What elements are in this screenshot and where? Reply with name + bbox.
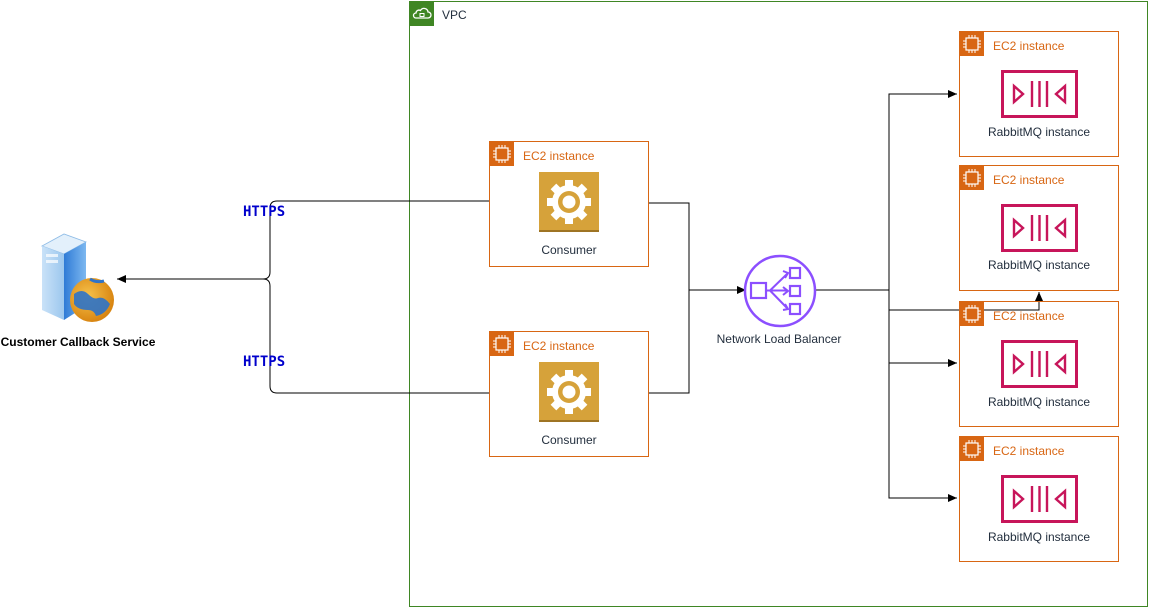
ec2-chip-icon — [960, 32, 984, 56]
ec2-label: EC2 instance — [523, 339, 595, 353]
ec2-label: EC2 instance — [993, 444, 1065, 458]
customer-callback-label: Customer Callback Service — [0, 335, 156, 349]
consumer-label: Consumer — [541, 433, 597, 447]
edge-consumer1-to-customer — [117, 200, 540, 283]
network-load-balancer[interactable] — [743, 254, 817, 328]
rabbitmq-broker-icon — [1001, 204, 1078, 252]
edge-nlb-to-rmq3 — [888, 290, 957, 367]
rabbitmq-broker-icon — [1001, 475, 1078, 523]
ec2-label: EC2 instance — [993, 39, 1065, 53]
ec2-label: EC2 instance — [523, 149, 595, 163]
ec2-chip-icon — [490, 332, 514, 356]
consumer-label: Consumer — [541, 243, 597, 257]
ec2-instance-rabbitmq-3[interactable]: EC2 instance RabbitMQ instance — [959, 301, 1119, 427]
web-server-icon — [41, 233, 114, 322]
rabbitmq-label: RabbitMQ instance — [987, 530, 1091, 544]
edge-consumer2-to-customer — [262, 278, 540, 394]
ec2-label: EC2 instance — [993, 309, 1065, 323]
https-label-top: HTTPS — [243, 204, 286, 220]
ec2-instance-rabbitmq-2[interactable]: EC2 instance RabbitMQ instance — [959, 165, 1119, 291]
vpc-label: VPC — [442, 8, 467, 22]
edge-nlb-to-rmq1 — [816, 90, 957, 291]
customer-callback-service[interactable] — [38, 232, 116, 324]
rabbitmq-label: RabbitMQ instance — [987, 125, 1091, 139]
rabbitmq-broker-icon — [1001, 340, 1078, 388]
edge-nlb-to-rmq4 — [888, 363, 957, 502]
network-load-balancer-icon — [743, 254, 817, 328]
vpc-cloud-lock-icon — [410, 2, 434, 26]
rabbitmq-label: RabbitMQ instance — [987, 395, 1091, 409]
gear-icon[interactable] — [539, 172, 599, 232]
https-label-bottom: HTTPS — [243, 354, 286, 370]
vpc-group — [409, 1, 1148, 607]
ec2-instance-rabbitmq-4[interactable]: EC2 instance RabbitMQ instance — [959, 436, 1119, 562]
ec2-label: EC2 instance — [993, 173, 1065, 187]
nlb-label: Network Load Balancer — [716, 332, 842, 346]
ec2-chip-icon — [960, 302, 984, 326]
gear-icon[interactable] — [539, 362, 599, 422]
rabbitmq-label: RabbitMQ instance — [987, 258, 1091, 272]
ec2-instance-rabbitmq-1[interactable]: EC2 instance RabbitMQ instance — [959, 31, 1119, 157]
ec2-chip-icon — [960, 437, 984, 461]
rabbitmq-broker-icon — [1001, 70, 1078, 118]
ec2-chip-icon — [490, 142, 514, 166]
ec2-chip-icon — [960, 166, 984, 190]
